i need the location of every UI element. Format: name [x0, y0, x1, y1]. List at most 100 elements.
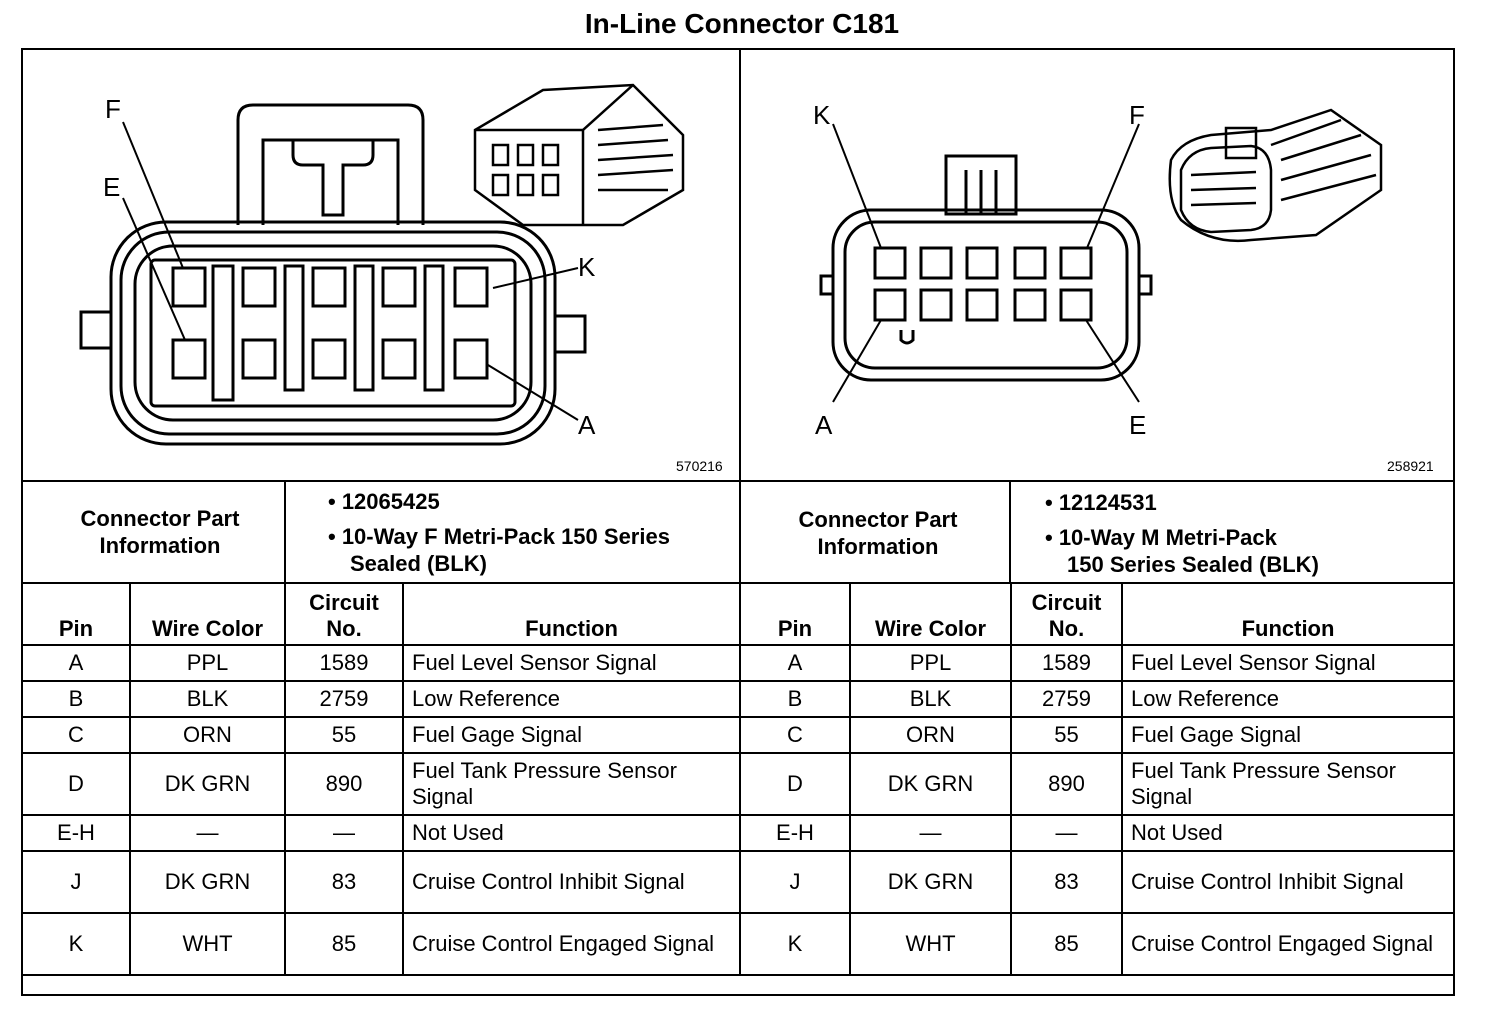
- pin-cavity-e: [171, 338, 207, 380]
- male-connector-drawing: K F A E: [813, 100, 1383, 440]
- wire-cell: —: [129, 814, 286, 852]
- circuit-cell: 55: [284, 716, 404, 754]
- pin-e: [1059, 288, 1093, 322]
- function-cell: Fuel Gage Signal: [1121, 716, 1455, 754]
- right-info-label: Connector Part Information: [798, 507, 958, 559]
- pin-k: [873, 246, 907, 280]
- pin-cell: J: [739, 850, 851, 914]
- circuit-cell: 83: [1010, 850, 1123, 914]
- right-info-divider: [1009, 480, 1011, 584]
- wire-cell: BLK: [849, 680, 1012, 718]
- circuit-cell: 1589: [284, 644, 404, 682]
- right-part-number: • 12124531: [1045, 490, 1157, 515]
- col-header-function: Function: [402, 582, 741, 646]
- wire-cell: DK GRN: [849, 752, 1012, 816]
- circuit-cell: 83: [284, 850, 404, 914]
- right-figure-id: 258921: [1387, 458, 1434, 474]
- female-connector-3d-view: [473, 83, 685, 227]
- table-row: E-H——Not Used: [739, 814, 1455, 852]
- pin-cell: A: [739, 644, 851, 682]
- left-info-label: Connector Part Information: [80, 506, 240, 558]
- function-cell: Cruise Control Engaged Signal: [1121, 912, 1455, 976]
- col-header-circuit: Circuit No.: [284, 582, 404, 646]
- right-part-description: • 10-Way M Metri-Pack: [1045, 525, 1277, 550]
- wire-cell: ORN: [849, 716, 1012, 754]
- female-connector-figure: F E K A: [23, 50, 739, 480]
- pin-label-a: A: [578, 410, 596, 440]
- col-header-wire-color: Wire Color: [129, 582, 286, 646]
- col-header-pin: Pin: [739, 582, 851, 646]
- horizontal-divider: [21, 480, 1455, 482]
- col-header-circuit: Circuit No.: [1010, 582, 1123, 646]
- pin-label-f: F: [105, 94, 121, 124]
- pin-label-f: F: [1129, 100, 1145, 130]
- female-connector-drawing: F E K A: [79, 83, 685, 446]
- function-cell: Fuel Tank Pressure Sensor Signal: [402, 752, 741, 816]
- pin-cell: D: [739, 752, 851, 816]
- pin-cell: K: [21, 912, 131, 976]
- male-connector-3d-view: [1168, 108, 1383, 242]
- pin-cell: C: [739, 716, 851, 754]
- pin-cavity-a: [453, 338, 489, 380]
- circuit-cell: 85: [284, 912, 404, 976]
- pin-cell: K: [739, 912, 851, 976]
- circuit-cell: 85: [1010, 912, 1123, 976]
- function-cell: Not Used: [1121, 814, 1455, 852]
- pin-cell: C: [21, 716, 131, 754]
- male-connector-figure: K F A E: [741, 50, 1453, 480]
- wire-cell: PPL: [129, 644, 286, 682]
- pin-f: [1059, 246, 1093, 280]
- left-part-description: • 10-Way F Metri-Pack 150 Series: [328, 524, 670, 549]
- vertical-divider: [739, 48, 741, 582]
- pin-cell: E-H: [21, 814, 131, 852]
- wire-cell: WHT: [129, 912, 286, 976]
- function-cell: Low Reference: [402, 680, 741, 718]
- circuit-cell: —: [1010, 814, 1123, 852]
- diagram-title: In-Line Connector C181: [584, 8, 900, 39]
- function-cell: Not Used: [402, 814, 741, 852]
- table-header-row: Pin Wire Color Circuit No. Function: [739, 582, 1455, 646]
- table-row: E-H——Not Used: [21, 814, 741, 852]
- wire-cell: WHT: [849, 912, 1012, 976]
- left-part-description-cont: Sealed (BLK): [350, 551, 487, 576]
- table-header-row: Pin Wire Color Circuit No. Function: [21, 582, 741, 646]
- wire-cell: BLK: [129, 680, 286, 718]
- pin-label-k: K: [813, 100, 831, 130]
- pin-label-e: E: [1129, 410, 1146, 440]
- right-part-description-cont: 150 Series Sealed (BLK): [1067, 552, 1319, 577]
- col-header-function: Function: [1121, 582, 1455, 646]
- circuit-cell: 55: [1010, 716, 1123, 754]
- pin-a: [873, 288, 907, 322]
- function-cell: Fuel Level Sensor Signal: [1121, 644, 1455, 682]
- left-figure-id: 570216: [676, 458, 723, 474]
- diagram-frame: [21, 48, 1455, 996]
- circuit-cell: —: [284, 814, 404, 852]
- pin-cavity-f: [171, 266, 207, 308]
- pin-cell: B: [21, 680, 131, 718]
- pin-label-e: E: [103, 172, 120, 202]
- function-cell: Fuel Tank Pressure Sensor Signal: [1121, 752, 1455, 816]
- wire-cell: ORN: [129, 716, 286, 754]
- wire-cell: DK GRN: [129, 850, 286, 914]
- pin-cell: E-H: [739, 814, 851, 852]
- pin-cavity-k: [453, 266, 489, 308]
- function-cell: Cruise Control Engaged Signal: [402, 912, 741, 976]
- left-info-divider: [284, 480, 286, 584]
- circuit-cell: 2759: [1010, 680, 1123, 718]
- right-info-lines: • 12124531 • 10-Way M Metri-Pack 150 Ser…: [1045, 489, 1319, 578]
- col-header-wire-color: Wire Color: [849, 582, 1012, 646]
- pin-cell: J: [21, 850, 131, 914]
- pin-cell: D: [21, 752, 131, 816]
- col-header-pin: Pin: [21, 582, 131, 646]
